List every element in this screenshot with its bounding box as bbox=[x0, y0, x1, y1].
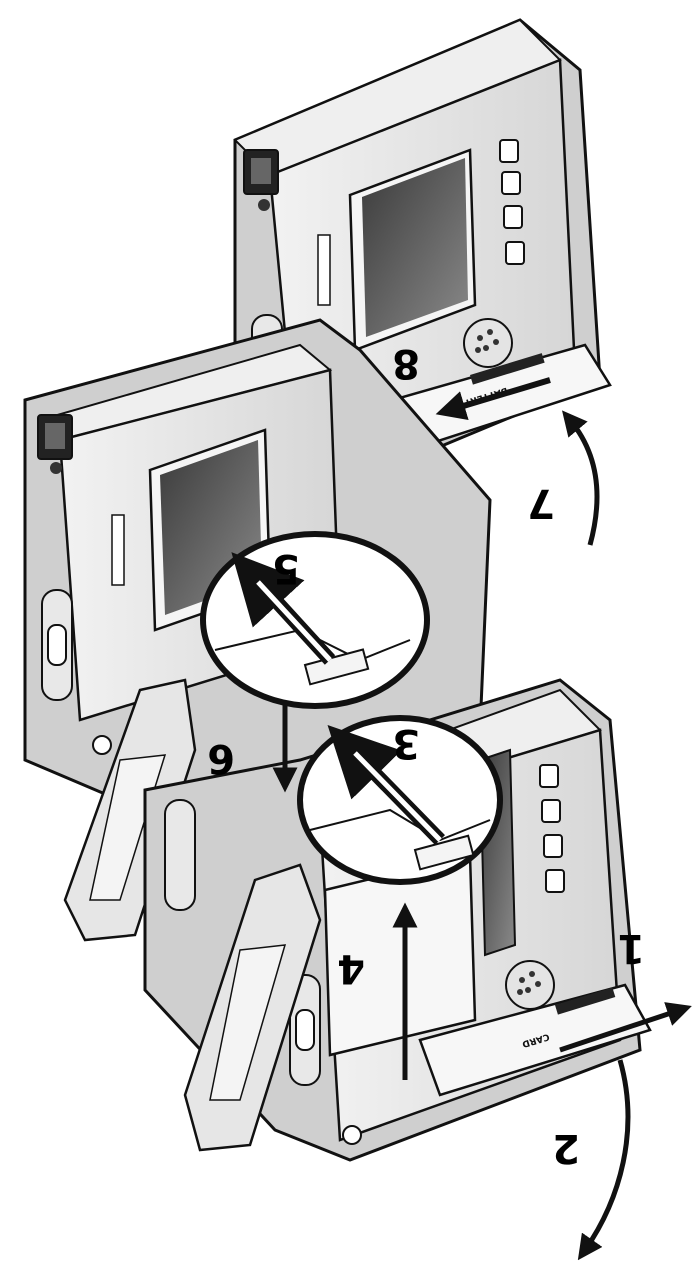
step-label-7: 7 bbox=[527, 480, 555, 526]
magnifier-lower bbox=[297, 715, 503, 885]
step-label-4: 4 bbox=[337, 945, 365, 991]
magnifier-upper bbox=[200, 531, 430, 709]
arrow-step-2 bbox=[577, 1059, 631, 1261]
step-label-1: 1 bbox=[617, 925, 645, 971]
arrow-step-7 bbox=[562, 410, 600, 546]
step-label-5: 5 bbox=[272, 545, 300, 591]
step-label-2: 2 bbox=[552, 1125, 580, 1171]
step-label-8: 8 bbox=[392, 340, 420, 386]
step-label-6: 6 bbox=[207, 735, 235, 781]
step-label-3: 3 bbox=[392, 720, 420, 766]
arrow-step-8 bbox=[435, 377, 551, 421]
arrow-step-1 bbox=[559, 1002, 692, 1053]
